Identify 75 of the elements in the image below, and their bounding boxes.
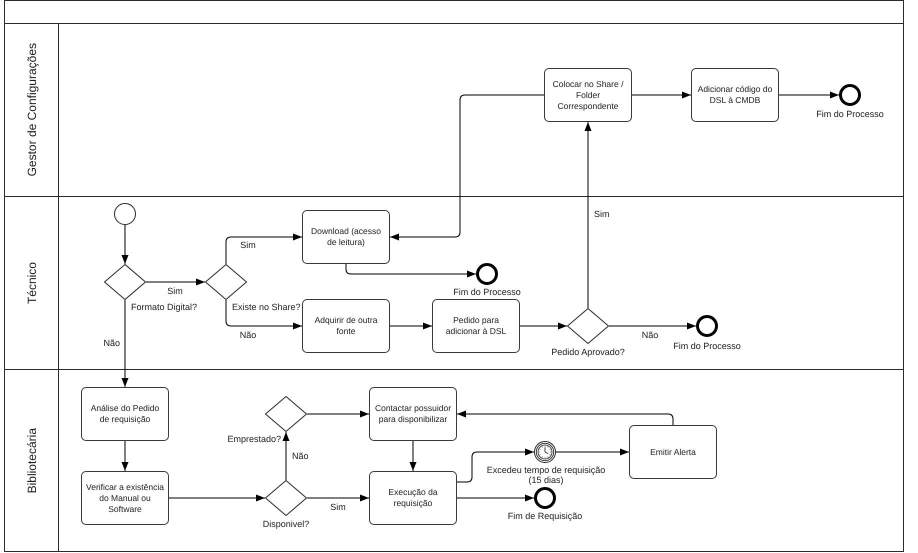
flow-arrow: [556, 448, 630, 456]
flow-arrow: [122, 300, 128, 388]
decision-diamond: [567, 308, 609, 344]
task-label: Execução da requisição: [387, 487, 439, 509]
task-box: [302, 210, 390, 264]
task-box: [432, 299, 520, 353]
flow-arrow: [608, 322, 696, 330]
task-box: [544, 68, 632, 122]
swimlane: [4, 23, 904, 197]
swimlane: [4, 196, 904, 370]
task-label: Adicionar código do DSL à CMDB: [696, 84, 774, 106]
edge-label: Não: [238, 330, 258, 340]
flow-arrow: [390, 322, 432, 330]
task-label: Adquirir de outra fonte: [314, 315, 378, 337]
flow-arrow: [306, 410, 370, 418]
end-event: [534, 487, 556, 509]
task-box: [302, 299, 390, 353]
flow-arrow: [122, 224, 128, 264]
task-label: Análise do Pedido de requisição: [90, 403, 160, 425]
flow-arrow: [282, 432, 290, 480]
flow-arrow: [168, 494, 266, 502]
task-label: Download (acesso de leitura): [310, 226, 382, 248]
edge-label: Sim: [166, 286, 184, 296]
event-label: Fim de Requisição: [506, 511, 584, 521]
flow-arrow: [778, 92, 840, 98]
flow-arrow: [456, 494, 534, 502]
task-box: [691, 68, 779, 122]
event-label: Fim do Processo: [672, 341, 742, 351]
task-box: [81, 471, 169, 525]
task-label: Pedido para adicionar à DSL: [444, 315, 508, 337]
edge-label: Sim: [329, 502, 347, 512]
lane-label: Bibliotecária: [24, 428, 38, 494]
end-event: [696, 315, 718, 337]
flow-arrow: [410, 440, 416, 472]
edge-label: Não: [102, 338, 121, 348]
task-label: Contactar possuidor para disponibilizar: [374, 403, 452, 425]
timer-event: [534, 441, 556, 463]
event-label: Fim do Processo: [452, 287, 522, 297]
flow-arrow: [226, 300, 302, 330]
end-event: [476, 263, 498, 285]
edge-label: Não: [291, 451, 310, 461]
edge-label: Não: [640, 330, 660, 340]
decision-diamond: [265, 480, 307, 516]
edge-label: Sim: [593, 209, 610, 219]
event-label: Fim do Processo: [815, 109, 885, 119]
task-label: Emitir Alerta: [650, 446, 696, 458]
flow-arrow: [122, 440, 128, 472]
task-box: [629, 425, 717, 479]
flow-arrow: [226, 234, 302, 264]
gateway-label: Formato Digital?: [130, 302, 198, 312]
flow-arrow: [306, 494, 370, 502]
flow-arrow: [584, 122, 592, 308]
flow-arrow: [632, 92, 692, 98]
decision-diamond: [205, 264, 247, 300]
decision-diamond: [104, 264, 146, 300]
task-label: Colocar no Share / Folder Correspondente: [552, 78, 624, 112]
flow-arrow: [520, 322, 568, 330]
flow-arrow: [146, 278, 206, 286]
gateway-label: Pedido Aprovado?: [550, 347, 626, 357]
task-box: [81, 387, 169, 441]
task-box: [369, 471, 457, 525]
decision-diamond: [265, 396, 307, 432]
gateway-label: Emprestado?: [226, 434, 282, 444]
lane-label: Gestor de Configurações: [24, 43, 38, 177]
end-event: [839, 84, 861, 106]
edge-label: Sim: [239, 240, 257, 250]
task-label: Verificar a existência do Manual ou Software: [85, 482, 165, 514]
flow-arrow: [390, 94, 544, 240]
lane-label: Técnico: [24, 262, 38, 304]
start-event: [114, 203, 136, 225]
task-box: [369, 387, 457, 441]
gateway-label: Existe no Share?: [231, 302, 302, 312]
gateway-label: Disponivel?: [262, 519, 310, 529]
swimlane: [4, 369, 904, 552]
flow-arrow: [456, 448, 534, 482]
